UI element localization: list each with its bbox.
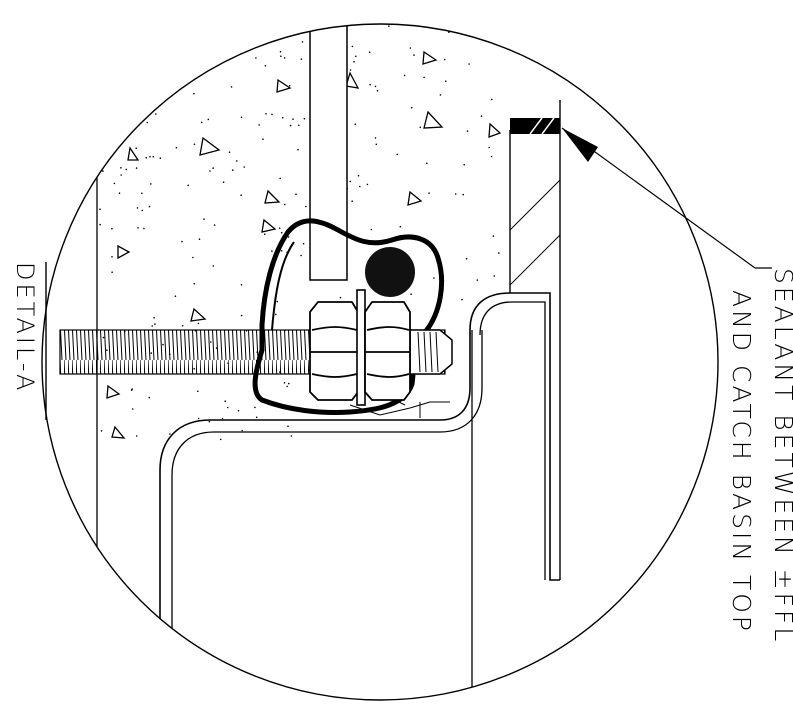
- catch-basin-frame: [469, 292, 560, 581]
- concrete-aggregate: [106, 50, 502, 439]
- detail-circle-content: [59, 24, 561, 700]
- anchor-wire-loop: [252, 218, 445, 415]
- sealant-leader: [561, 127, 772, 269]
- embedded-plate: [309, 24, 348, 281]
- catch-basin-body: [159, 330, 471, 700]
- detail-circle: [41, 23, 719, 701]
- callout-line-2: AND CATCH BASIN TOP: [727, 290, 756, 634]
- hex-nut-right: [364, 301, 411, 401]
- detail-title: DETAIL-A: [11, 262, 39, 393]
- sealant-strip: [510, 118, 560, 134]
- callout-line-1: SEALANT BETWEEN ±FFL: [769, 268, 793, 644]
- hex-nut-left: [309, 301, 359, 401]
- concrete-stipple: [99, 24, 500, 441]
- washer: [356, 289, 366, 406]
- rebar-section: [365, 247, 415, 297]
